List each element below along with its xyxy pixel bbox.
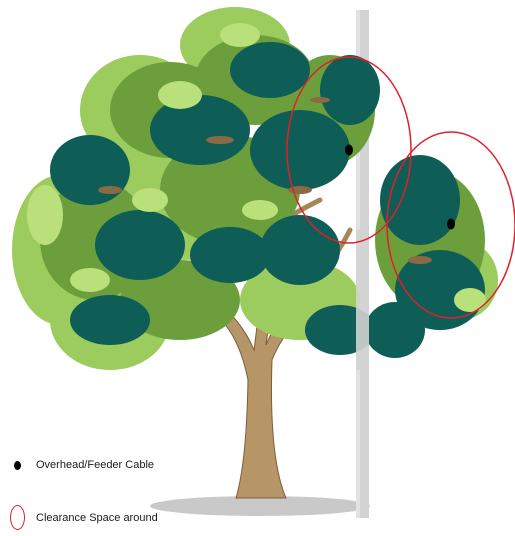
legend-item-clearance: Clearance Space around (6, 505, 158, 530)
cable-dot-upper (345, 145, 353, 156)
black-dot-icon (6, 461, 28, 470)
legend-label-cable: Overhead/Feeder Cable (36, 459, 154, 471)
legend-label-clearance: Clearance Space around (36, 512, 158, 524)
tree-canopy (12, 7, 498, 370)
utility-pole-front (356, 230, 369, 370)
ground-shadow (150, 496, 370, 516)
cable-dot-lower (447, 219, 455, 230)
red-ellipse-icon (6, 505, 28, 530)
legend-item-cable: Overhead/Feeder Cable (6, 459, 154, 471)
